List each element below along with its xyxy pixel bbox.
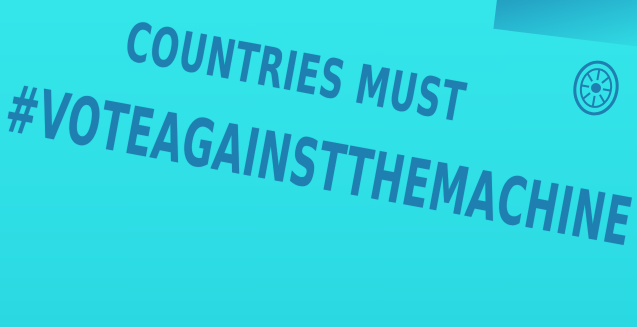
circular-emblem-icon bbox=[573, 60, 619, 116]
